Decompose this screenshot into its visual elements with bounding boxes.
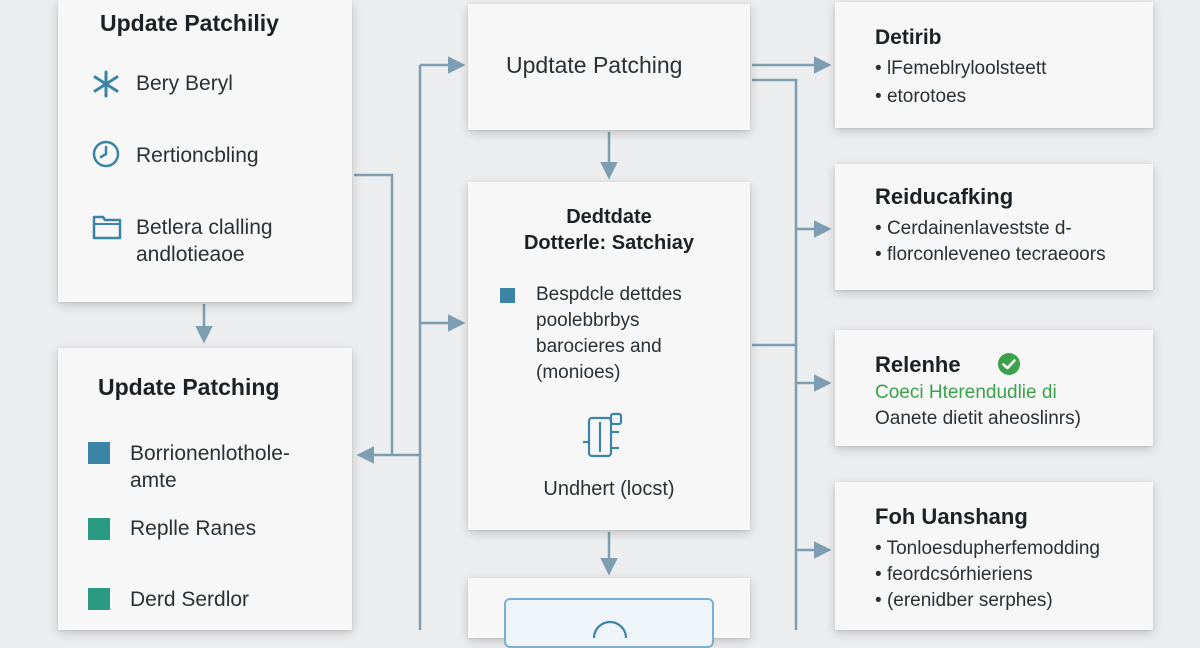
card-center-bottom — [468, 578, 750, 648]
card-right-4-bullet-1: • Tonloesdupherfemodding — [875, 538, 1100, 559]
center-mid-body-line-4: (monioes) — [536, 362, 621, 383]
card-right-3: Relenhe Coeci Hterendudlie di Oanete die… — [835, 330, 1153, 446]
left-top-item-3: Betlera clalling andlotieaoe — [136, 214, 273, 268]
card-right-4: Foh Uanshang • Tonloesdupherfemodding • … — [835, 482, 1153, 630]
card-right-1-bullet-1: • lFemeblryloolsteett — [875, 58, 1047, 79]
card-right-2-bullet-1: • Cerdainenlavestste d- — [875, 218, 1072, 239]
card-right-4-bullet-2: • feordcsórhieriens — [875, 564, 1033, 585]
left-bottom-bullet-1 — [88, 442, 110, 464]
center-mid-body-line-1: Bespdcle dettdes — [536, 284, 682, 305]
left-bottom-bullet-3 — [88, 588, 110, 610]
card-right-1-bullet-2-text: etorotoes — [886, 86, 967, 107]
card-right-4-bullet-3: • (erenidber serphes) — [875, 590, 1053, 611]
connector-left-spine — [354, 173, 394, 455]
disc-icon — [592, 620, 628, 638]
center-mid-body-line-3: barocieres and — [536, 336, 662, 357]
card-right-3-line-1: Coeci Hterendudlie di — [875, 382, 1057, 403]
card-left-top-title: Update Patchiliy — [100, 10, 279, 36]
check-circle-icon — [998, 353, 1020, 375]
left-top-item-3-line-1: Betlera clalling — [136, 216, 273, 239]
card-right-2-bullet-2: • florconleveneo tecraeoors — [875, 244, 1106, 265]
card-center-mid-title-1: Dedtdate — [566, 206, 652, 228]
card-right-2-bullet-2-text: florconleveneo tecraeoors — [886, 244, 1106, 265]
card-left-bottom: Update Patching Borrionenlothole- amte R… — [58, 348, 352, 630]
card-left-top: Update Patchiliy Bery Beryl Rertioncblin… — [58, 0, 352, 302]
left-top-item-3-line-2: andlotieaoe — [136, 243, 245, 266]
card-center-top: Updtate Patching — [468, 4, 750, 130]
card-right-1-bullet-2: • etorotoes — [875, 86, 967, 107]
clock-icon — [92, 140, 120, 168]
card-right-3-line-2: Oanete dietit aheoslinrs) — [875, 408, 1081, 429]
center-mid-body: Bespdcle dettdes poolebbrbys barocieres … — [536, 282, 682, 386]
card-center-top-title: Updtate Patching — [506, 52, 683, 78]
center-mid-caption: Undhert (locst) — [543, 478, 675, 500]
card-right-2: Reiducafking • Cerdainenlavestste d- • f… — [835, 164, 1153, 290]
folder-icon — [92, 215, 122, 240]
center-mid-body-line-2: poolebbrbys — [536, 310, 640, 331]
left-top-item-2: Rertioncbling — [136, 144, 259, 167]
left-bottom-bullet-2 — [88, 518, 110, 540]
left-bottom-item-1-line-2: amte — [130, 469, 177, 492]
left-top-item-1: Bery Beryl — [136, 72, 233, 95]
card-right-4-title: Foh Uanshang — [875, 504, 1028, 529]
card-right-2-title: Reiducafking — [875, 184, 1014, 209]
card-right-2-bullet-1-text: Cerdainenlavestste d- — [886, 218, 1072, 239]
card-center-mid: Dedtdate Dotterle: Satchiay Bespdcle det… — [468, 182, 750, 530]
left-bottom-item-2: Replle Ranes — [130, 517, 257, 540]
card-right-4-bullet-3-text: (erenidber serphes) — [886, 590, 1053, 611]
left-bottom-item-1-line-1: Borrionenlothole- — [130, 442, 290, 465]
server-icon — [583, 412, 623, 458]
card-right-1: Detirib • lFemeblryloolsteett • etorotoe… — [835, 2, 1153, 128]
card-left-bottom-title: Update Patching — [98, 374, 280, 400]
card-right-3-title: Relenhe — [875, 352, 961, 377]
card-right-1-title: Detirib — [875, 26, 942, 49]
connector-right-spine — [752, 78, 798, 630]
left-bottom-item-3: Derd Serdlor — [130, 588, 250, 611]
card-right-1-bullet-1-text: lFemeblryloolsteett — [886, 58, 1047, 79]
center-mid-bullet — [500, 288, 515, 303]
connector-layer — [195, 56, 832, 630]
sparkle-icon — [93, 70, 119, 98]
card-right-4-bullet-2-text: feordcsórhieriens — [886, 564, 1033, 585]
card-right-4-bullet-1-text: Tonloesdupherfemodding — [886, 538, 1100, 559]
left-bottom-item-1: Borrionenlothole- amte — [130, 440, 290, 494]
card-center-mid-title-2: Dotterle: Satchiay — [523, 232, 695, 254]
